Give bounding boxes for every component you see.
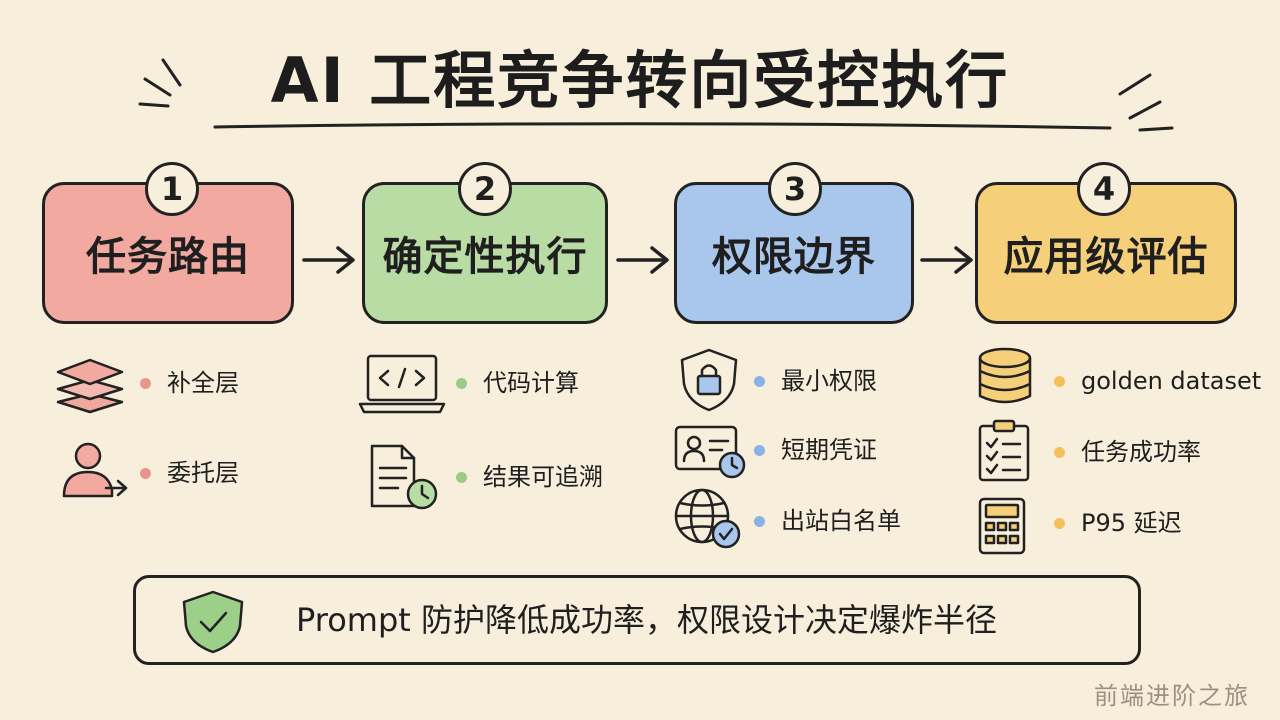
list-item: P95 延迟 bbox=[1054, 508, 1182, 538]
summary-note bbox=[133, 575, 1141, 665]
database-icon bbox=[978, 347, 1032, 404]
calculator-icon bbox=[978, 497, 1026, 555]
layers-icon bbox=[56, 358, 124, 414]
bullet-dot bbox=[140, 377, 151, 389]
item-label: golden dataset bbox=[1081, 367, 1262, 395]
item-label: 短期凭证 bbox=[781, 436, 877, 464]
item-label: 任务成功率 bbox=[1081, 438, 1201, 466]
bullet-dot bbox=[754, 444, 765, 456]
shield-check-icon bbox=[182, 590, 244, 654]
step-number-2: 2 bbox=[458, 162, 512, 216]
bullet-dot bbox=[754, 375, 765, 387]
arrow-right-icon bbox=[616, 246, 669, 274]
bullet-dot bbox=[1054, 517, 1065, 529]
list-item: 委托层 bbox=[140, 458, 239, 488]
watermark: 前端进阶之旅 bbox=[1094, 682, 1250, 710]
bullet-dot bbox=[754, 515, 765, 527]
item-label: P95 延迟 bbox=[1081, 509, 1182, 537]
list-item: 最小权限 bbox=[754, 366, 877, 396]
checklist-icon bbox=[978, 419, 1030, 482]
item-label: 代码计算 bbox=[483, 369, 579, 397]
user-delegate-icon bbox=[62, 442, 128, 498]
shield-lock-icon bbox=[680, 348, 738, 412]
list-item: golden dataset bbox=[1054, 366, 1261, 396]
step-number-1: 1 bbox=[145, 162, 199, 216]
id-card-clock-icon bbox=[674, 425, 746, 479]
item-label: 最小权限 bbox=[781, 367, 877, 395]
bullet-dot bbox=[1054, 375, 1065, 387]
step-label-2: 确定性执行 bbox=[382, 234, 588, 280]
bullet-dot bbox=[456, 471, 467, 483]
bullet-dot bbox=[456, 377, 467, 389]
step-number-3: 3 bbox=[768, 162, 822, 216]
step-label-3: 权限边界 bbox=[712, 234, 876, 280]
bullet-dot bbox=[140, 467, 151, 479]
list-item: 代码计算 bbox=[456, 368, 579, 398]
list-item: 出站白名单 bbox=[754, 506, 901, 536]
list-item: 结果可追溯 bbox=[456, 462, 603, 492]
step-label-4: 应用级评估 bbox=[1003, 234, 1209, 280]
item-label: 结果可追溯 bbox=[483, 463, 603, 491]
summary-text: Prompt 防护降低成功率，权限设计决定爆炸半径 bbox=[296, 601, 997, 639]
list-item: 补全层 bbox=[140, 368, 239, 398]
step-number-4: 4 bbox=[1077, 162, 1131, 216]
step-label-1: 任务路由 bbox=[86, 234, 250, 280]
item-label: 补全层 bbox=[167, 369, 239, 397]
arrow-right-icon bbox=[302, 246, 355, 274]
document-clock-icon bbox=[370, 444, 438, 510]
laptop-code-icon bbox=[358, 354, 446, 414]
globe-check-icon bbox=[674, 488, 741, 549]
list-item: 短期凭证 bbox=[754, 435, 877, 465]
bullet-dot bbox=[1054, 446, 1065, 458]
item-label: 出站白名单 bbox=[781, 507, 901, 535]
page-title: AI 工程竞争转向受控执行 bbox=[270, 44, 1010, 117]
arrow-right-icon bbox=[920, 246, 973, 274]
list-item: 任务成功率 bbox=[1054, 437, 1201, 467]
item-label: 委托层 bbox=[167, 459, 239, 487]
